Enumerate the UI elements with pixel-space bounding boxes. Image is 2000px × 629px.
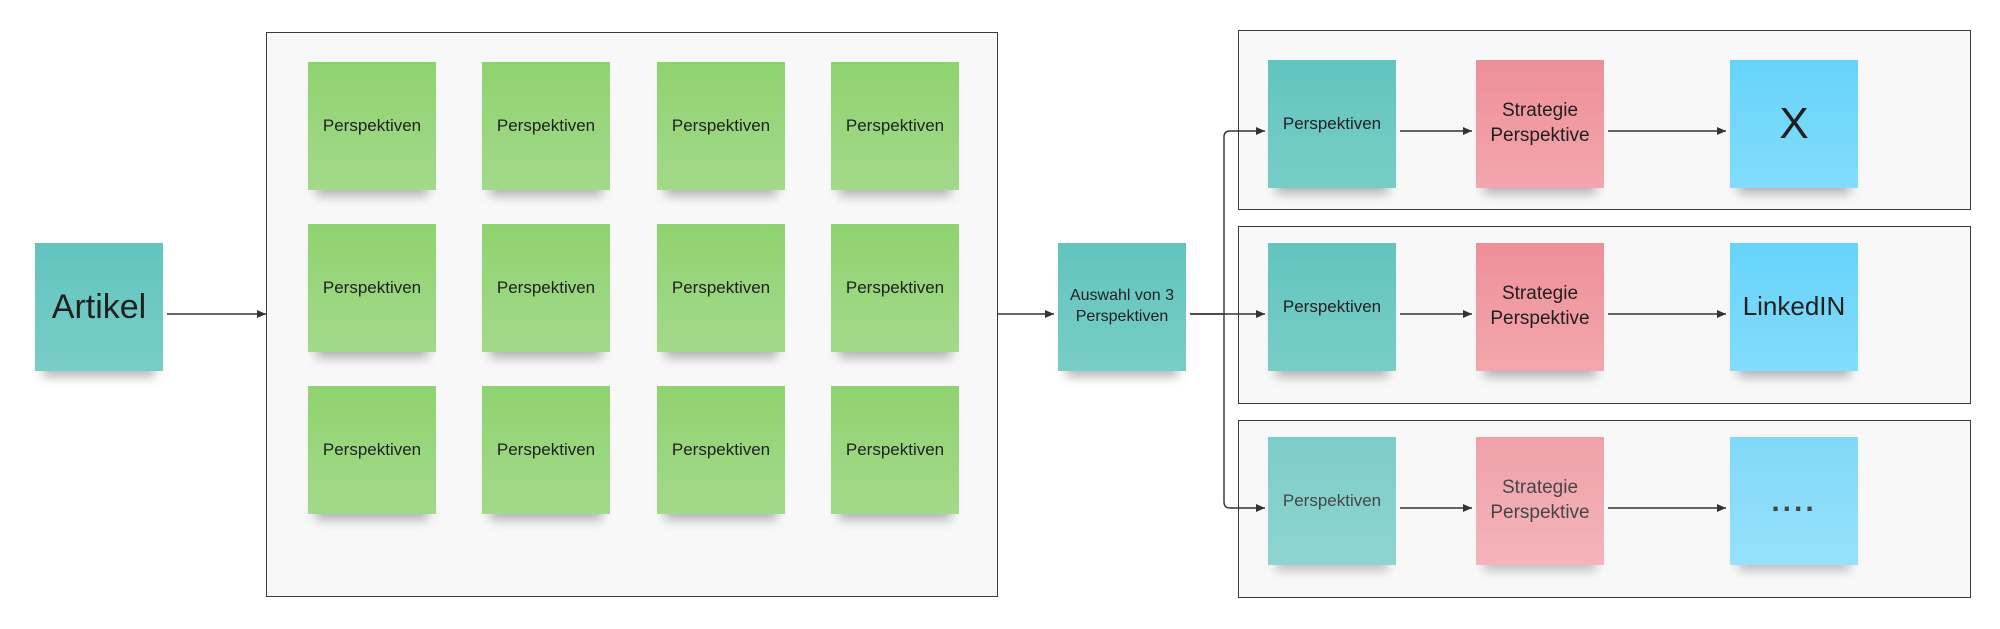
perspective-label: Perspektiven [496,115,596,135]
row1-channel-label: X [1779,99,1809,149]
row2-strategy-note[interactable]: Strategie Perspektive [1476,243,1604,371]
row3-channel-note[interactable]: .... [1730,437,1858,565]
perspective-label: Perspektiven [671,439,771,459]
row3-strategy-note[interactable]: Strategie Perspektive [1476,437,1604,565]
perspective-label: Perspektiven [496,439,596,459]
row1-channel-note[interactable]: X [1730,60,1858,188]
perspective-note[interactable]: Perspektiven [482,386,610,514]
perspective-note[interactable]: Perspektiven [831,386,959,514]
row2-channel-note[interactable]: LinkedIN [1730,243,1858,371]
perspective-note[interactable]: Perspektiven [308,62,436,190]
perspective-note[interactable]: Perspektiven [831,62,959,190]
row1-perspective-label: Perspektiven [1282,113,1382,133]
perspective-note[interactable]: Perspektiven [657,386,785,514]
perspective-note[interactable]: Perspektiven [657,224,785,352]
perspective-note[interactable]: Perspektiven [308,386,436,514]
row2-perspective-note[interactable]: Perspektiven [1268,243,1396,371]
row2-channel-label: LinkedIN [1742,291,1846,322]
row2-strategy-label: Strategie Perspektive [1490,283,1590,329]
artikel-label: Artikel [51,287,147,326]
perspective-label: Perspektiven [845,439,945,459]
perspective-label: Perspektiven [671,277,771,297]
artikel-note[interactable]: Artikel [35,243,163,371]
perspective-label: Perspektiven [322,277,422,297]
row3-perspective-note[interactable]: Perspektiven [1268,437,1396,565]
perspective-note[interactable]: Perspektiven [657,62,785,190]
perspective-label: Perspektiven [845,115,945,135]
perspective-label: Perspektiven [496,277,596,297]
perspective-note[interactable]: Perspektiven [482,224,610,352]
row3-perspective-label: Perspektiven [1282,490,1382,510]
row3-channel-label: .... [1771,484,1817,518]
row2-perspective-label: Perspektiven [1282,296,1382,316]
row1-strategy-note[interactable]: Strategie Perspektive [1476,60,1604,188]
perspective-note[interactable]: Perspektiven [831,224,959,352]
perspective-label: Perspektiven [845,277,945,297]
perspective-note[interactable]: Perspektiven [308,224,436,352]
perspective-label: Perspektiven [322,439,422,459]
perspective-note[interactable]: Perspektiven [482,62,610,190]
perspective-label: Perspektiven [322,115,422,135]
row1-perspective-note[interactable]: Perspektiven [1268,60,1396,188]
perspective-label: Perspektiven [671,115,771,135]
row1-strategy-label: Strategie Perspektive [1490,100,1590,146]
row3-strategy-label: Strategie Perspektive [1490,477,1590,523]
selection-label: Auswahl von 3 Perspektiven [1069,287,1175,325]
selection-note[interactable]: Auswahl von 3 Perspektiven [1058,243,1186,371]
